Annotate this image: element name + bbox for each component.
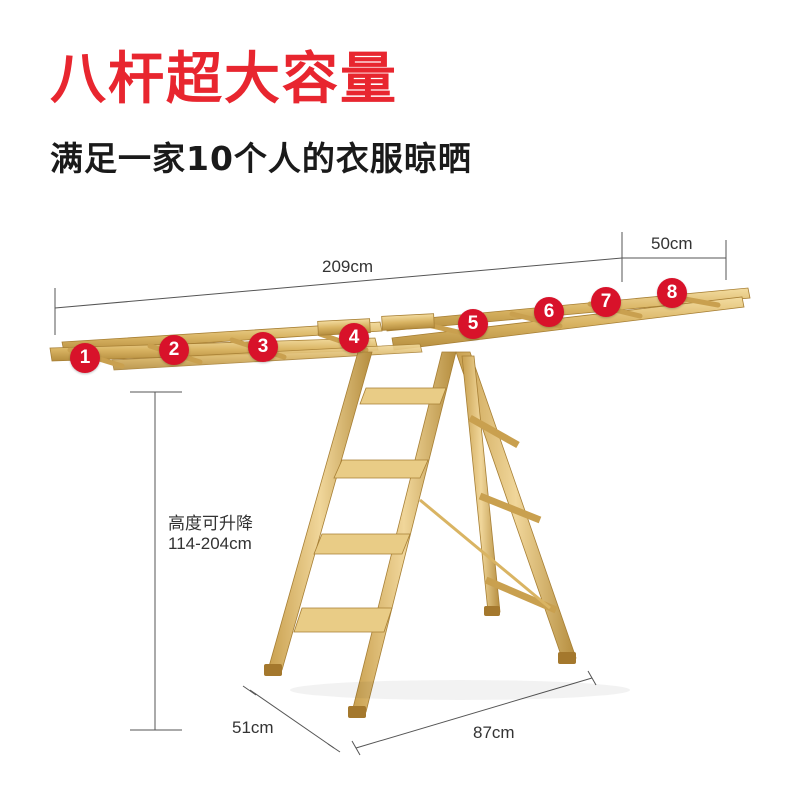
rod-badge-3: 3 <box>248 332 278 362</box>
rod-badge-5: 5 <box>458 309 488 339</box>
rod-badge-1: 1 <box>70 343 100 373</box>
height-range-value: 114-204cm <box>168 533 252 553</box>
height-adjust-label: 高度可升降 114-204cm <box>168 514 253 553</box>
dimension-lines <box>54 232 727 756</box>
width-label: 87cm <box>473 723 515 742</box>
rod-spacing-label: 50cm <box>651 234 693 253</box>
rack-wings <box>49 287 751 371</box>
page-title: 八杆超大容量 <box>50 47 398 112</box>
rod-badge-2: 2 <box>159 335 189 365</box>
rod-badge-6: 6 <box>534 297 564 327</box>
depth-label: 51cm <box>232 718 274 737</box>
ladder-frame <box>264 351 630 718</box>
height-adjust-caption: 高度可升降 <box>168 514 253 533</box>
rod-badge-8: 8 <box>657 278 687 308</box>
total-length-label: 209cm <box>322 257 374 276</box>
rod-badge-4: 4 <box>339 323 369 353</box>
rod-badge-7: 7 <box>591 287 621 317</box>
page-subtitle: 满足一家10个人的衣服晾晒 <box>50 139 472 178</box>
